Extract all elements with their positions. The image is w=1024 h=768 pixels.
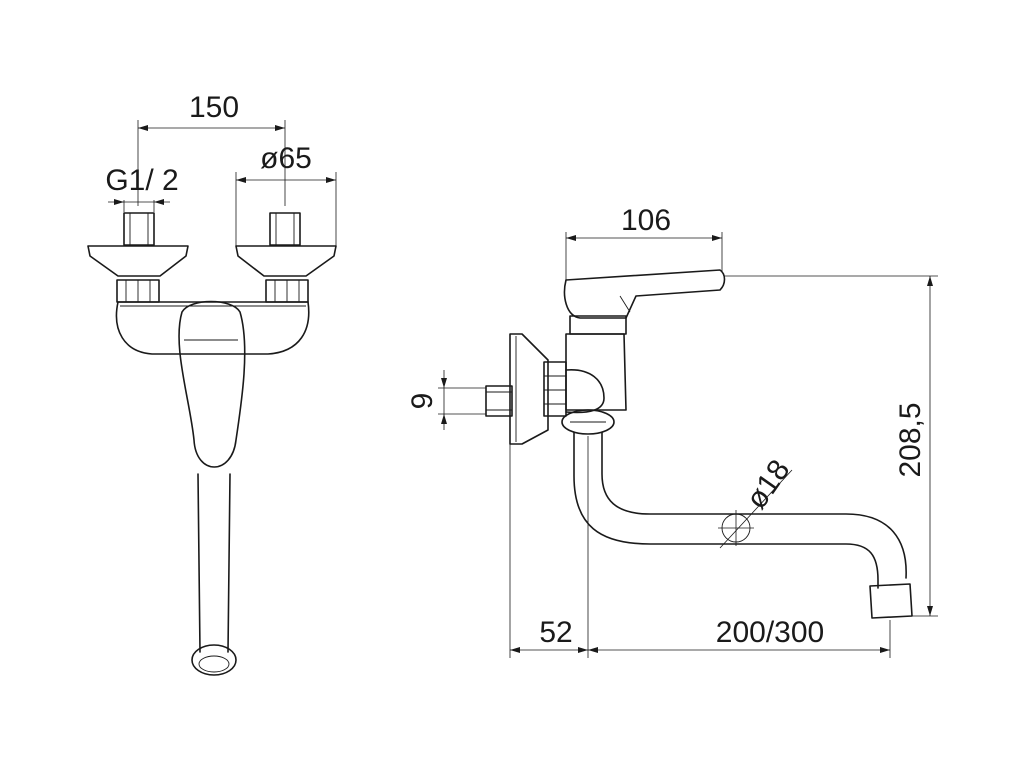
dim-150: 150: [137, 91, 286, 206]
dim-spout-label: ø18: [740, 454, 797, 515]
dim-height: 208,5: [724, 275, 938, 617]
dim-reach-label: 200/300: [716, 616, 824, 649]
dim-150-label: 150: [189, 91, 239, 124]
dim-reach: 200/300: [588, 616, 891, 658]
front-view: 150 G1/ 2 ø65: [87, 91, 337, 676]
dim-52-label: 52: [539, 616, 572, 649]
front-spout-outlet: [191, 644, 237, 676]
dim-thread: G1/ 2: [105, 164, 179, 212]
dim-inlet: 9: [406, 370, 486, 430]
dim-spout-diameter: ø18: [719, 454, 797, 549]
front-left-inlet-pipe: [123, 212, 155, 246]
side-view: 106 9 208,5 ø18: [406, 204, 938, 658]
dim-thread-label: G1/ 2: [105, 164, 178, 197]
side-inlet-pipe: [485, 385, 513, 417]
side-valve-body: [565, 333, 627, 411]
side-lever: [563, 269, 726, 319]
dim-flange-diameter: ø65: [235, 142, 337, 246]
front-right-flange: [235, 245, 337, 277]
dim-inlet-label: 9: [406, 393, 439, 410]
front-right-inlet-pipe: [269, 212, 301, 246]
dim-106-label: 106: [621, 204, 671, 237]
side-spout: [573, 431, 879, 589]
dim-height-label: 208,5: [894, 402, 927, 477]
front-lever-handle: [178, 300, 246, 468]
front-left-flange: [87, 245, 189, 277]
side-outlet: [869, 583, 913, 619]
dim-106: 106: [565, 204, 723, 282]
dim-flange-label: ø65: [260, 142, 312, 175]
front-body: [115, 301, 310, 355]
dim-52: 52: [509, 436, 589, 658]
side-swivel: [561, 409, 615, 435]
